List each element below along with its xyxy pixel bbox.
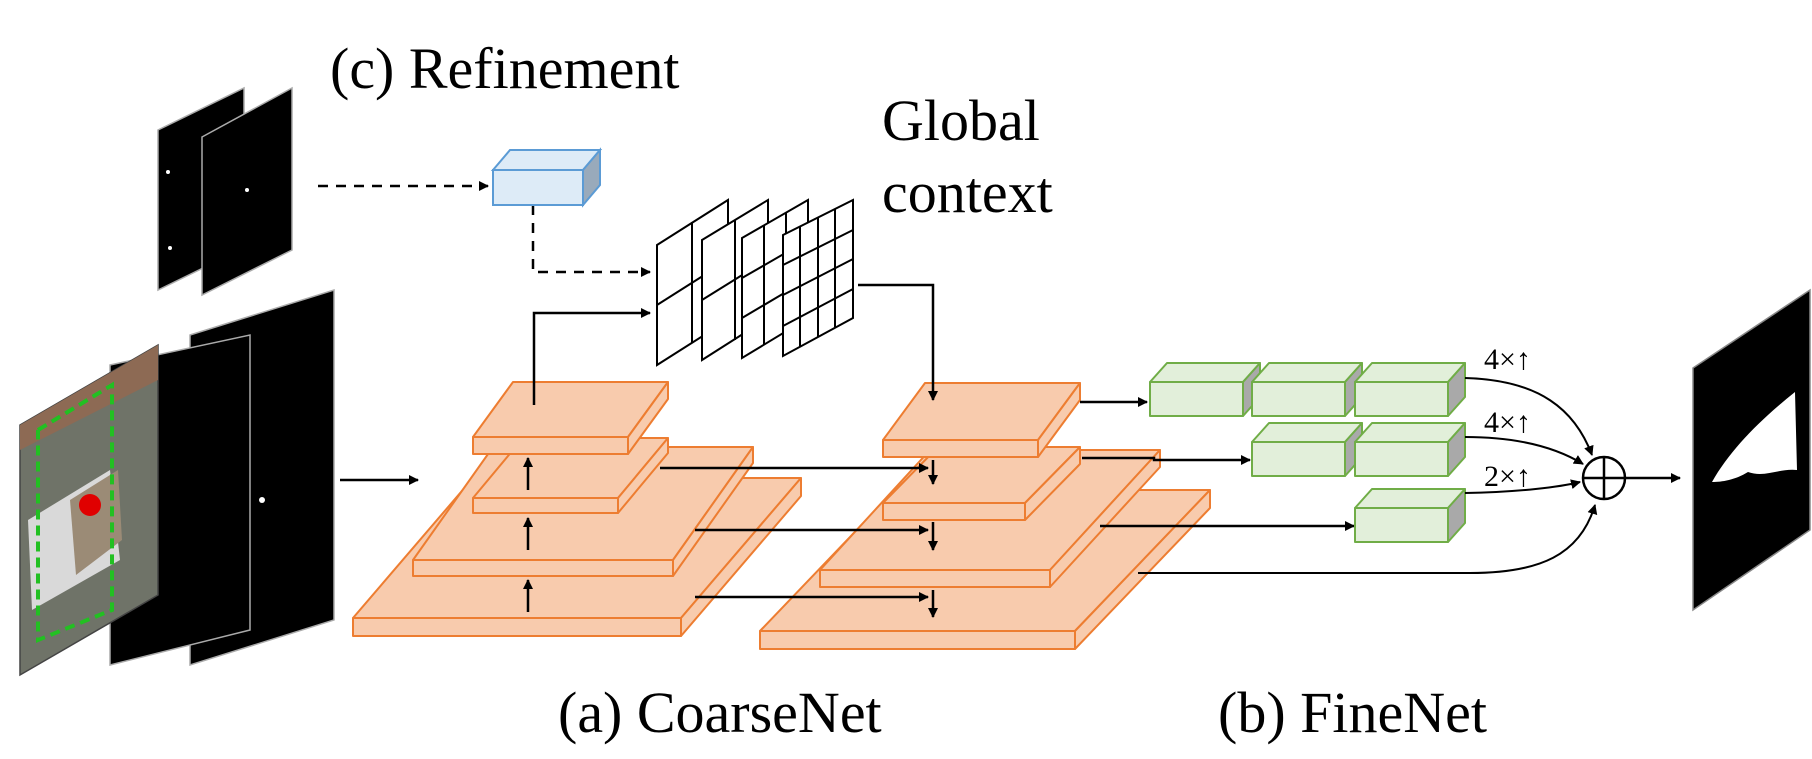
refine-dashed-arrow-down — [531, 205, 651, 277]
global-context-title-line1: Global — [882, 88, 1040, 153]
upsample-label-4x-top: 4×↑ — [1484, 343, 1531, 376]
refinement-title: (c) Refinement — [330, 36, 680, 101]
refinement-block — [490, 147, 603, 208]
finenet-green-blocks — [1149, 362, 1466, 543]
upsample-curves — [1464, 377, 1594, 494]
input-stack — [19, 288, 335, 677]
finenet-pyramid-slabs — [759, 382, 1211, 650]
upsample-label-2x: 2×↑ — [1484, 460, 1531, 493]
upsample-label-4x-middle: 4×↑ — [1484, 406, 1531, 439]
from-global-arrow — [858, 283, 938, 401]
lateral-arrows — [660, 463, 929, 602]
to-global-arrow — [532, 308, 651, 405]
skip-connection — [1138, 504, 1598, 574]
click-point-icon — [79, 494, 101, 516]
refinement-inputs — [157, 86, 293, 297]
sum-node-icon — [1581, 455, 1627, 501]
keypoint-dot — [259, 497, 265, 503]
branch-arrow-2 — [1082, 455, 1251, 465]
finenet-title: (b) FineNet — [1218, 680, 1487, 745]
coarsenet-title: (a) CoarseNet — [558, 680, 882, 745]
global-context-grids — [656, 198, 854, 367]
image-animal — [70, 470, 122, 575]
global-context-title-line2: context — [882, 160, 1053, 225]
bounding-box — [36, 381, 114, 643]
output-mask — [1692, 288, 1811, 612]
image-building — [20, 345, 158, 450]
